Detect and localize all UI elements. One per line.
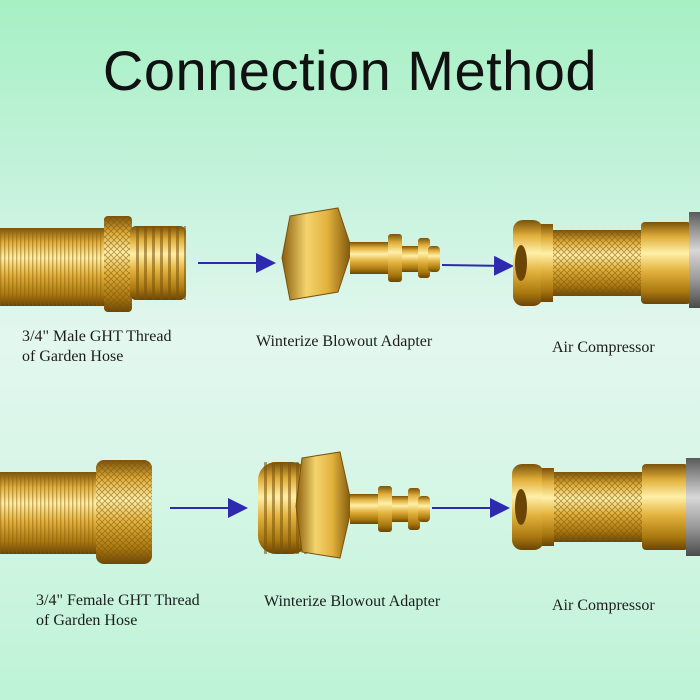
blowout-adapter-icon — [281, 207, 440, 301]
adapter-caption: Winterize Blowout Adapter — [256, 333, 433, 350]
quick-coupler-icon — [513, 212, 700, 308]
female-hose-caption: 3/4" Female GHT Thread of Garden Hose — [36, 592, 200, 629]
compressor-caption: Air Compressor — [552, 339, 655, 356]
female-hose-fitting-icon — [0, 460, 152, 564]
arrow-right-icon — [441, 255, 514, 276]
male-hose-fitting-icon — [0, 216, 186, 312]
male-hose-caption: 3/4" Male GHT Thread of Garden Hose — [22, 328, 172, 365]
blowout-adapter-icon — [258, 451, 430, 559]
compressor-caption: Air Compressor — [552, 597, 655, 614]
adapter-caption: Winterize Blowout Adapter — [264, 593, 441, 610]
page-title: Connection Method — [102, 39, 598, 102]
quick-coupler-icon — [512, 458, 700, 556]
